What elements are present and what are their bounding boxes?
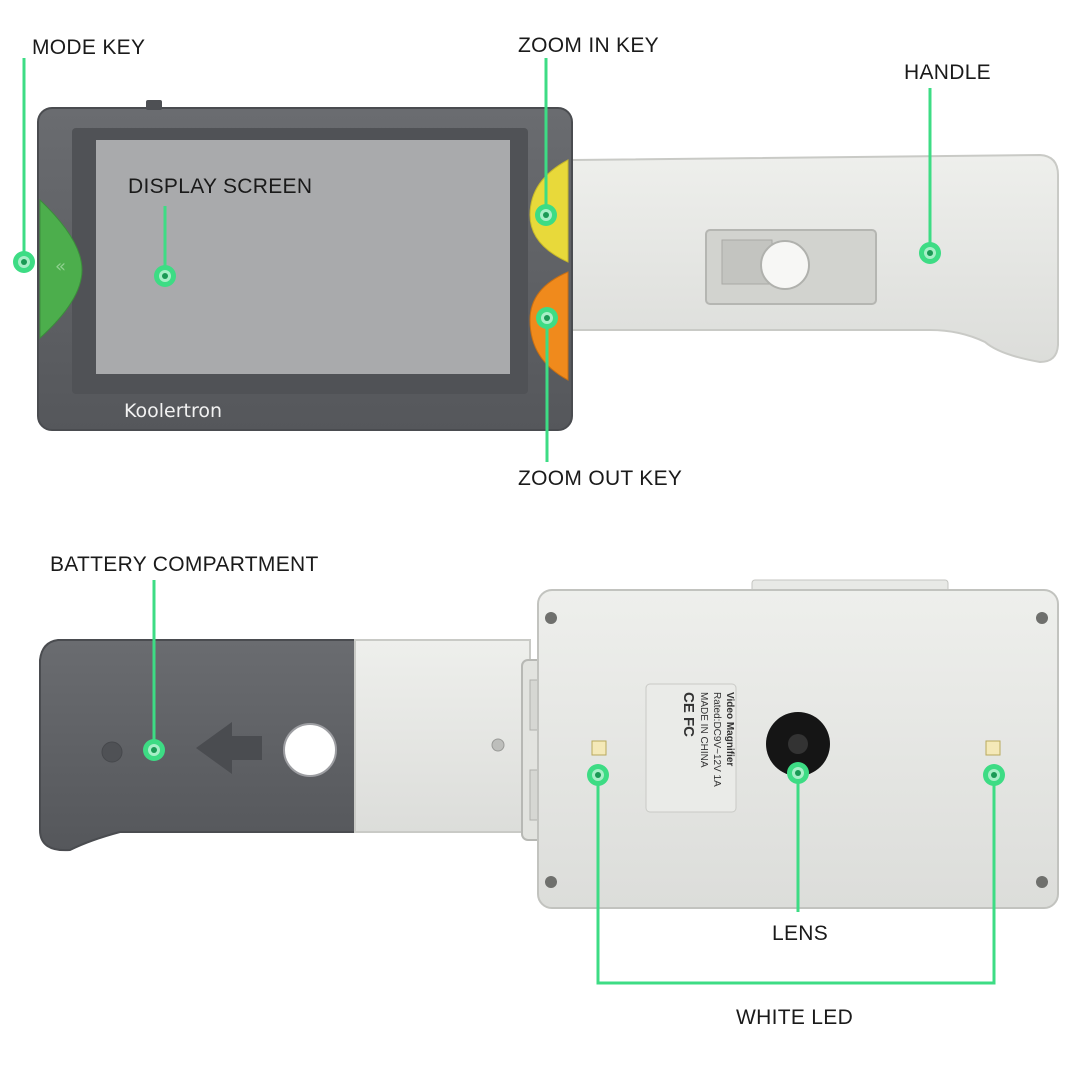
white-led-left (591, 740, 607, 756)
handle-back (39, 639, 531, 852)
rating-label (645, 683, 737, 813)
rating-spec: Rated:DC9V~12V 1A (711, 692, 722, 787)
callout-lines (22, 58, 996, 985)
handle-part (571, 153, 1059, 364)
label-zoom-out-key: ZOOM OUT KEY (518, 467, 683, 490)
white-led-right (985, 740, 1001, 756)
rating-marks: CE FC (680, 692, 697, 737)
main-unit-back (537, 579, 1059, 909)
mode-key[interactable] (39, 198, 83, 340)
brand-logo-text: Koolertron (124, 400, 223, 422)
label-mode-key: MODE KEY (32, 36, 146, 59)
rating-sticker-text: Video Magnifier Rated:DC9V~12V 1A MADE I… (646, 684, 736, 812)
label-battery-compartment: BATTERY COMPARTMENT (50, 553, 319, 576)
rating-origin: MADE IN CHINA (698, 692, 709, 768)
rating-title: Video Magnifier (724, 692, 735, 767)
label-display-screen: DISPLAY SCREEN (128, 175, 313, 198)
label-lens: LENS (772, 922, 829, 945)
callout-dots (13, 204, 1005, 786)
label-zoom-in-key: ZOOM IN KEY (518, 34, 659, 57)
main-unit-front: « (37, 100, 573, 431)
svg-text:«: « (55, 256, 66, 277)
label-handle: HANDLE (904, 61, 991, 84)
label-white-led: WHITE LED (736, 1006, 854, 1029)
